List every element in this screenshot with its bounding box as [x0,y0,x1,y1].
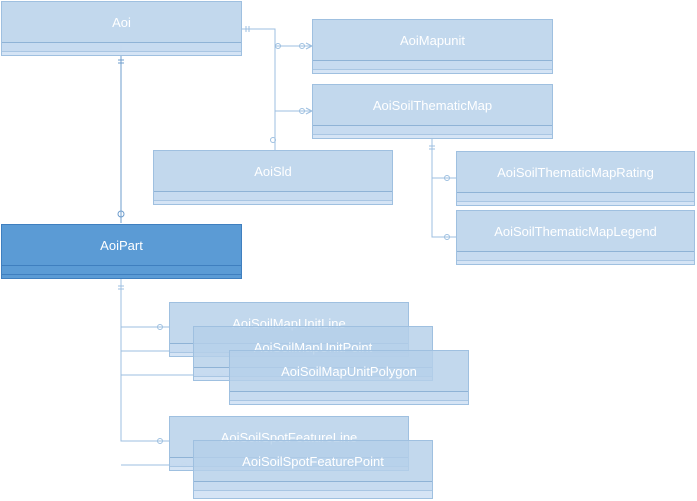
entity-title: AoiSoilThematicMapLegend [494,223,657,239]
entity-title: AoiSld [254,163,292,179]
entity-keys [457,260,694,264]
entity-attributes [2,265,241,275]
entity-aoi-soil-spot-feature-point[interactable]: AoiSoilSpotFeaturePoint [193,440,433,499]
entity-attributes [194,481,432,491]
connector-thematicmap-children [431,128,456,238]
entity-title: AoiSoilThematicMapRating [497,164,654,180]
connector-part-children [120,279,230,466]
entity-title: AoiMapunit [399,32,466,48]
entity-keys [154,200,392,204]
entity-title: AoiPart [100,237,143,253]
entity-title: Aoi [112,14,131,30]
entity-keys [457,201,694,205]
entity-keys [313,134,552,138]
entity-aoi[interactable]: Aoi [1,1,242,56]
connector-aoi-thematicmap [274,46,312,112]
entity-attributes [313,125,552,135]
entity-keys [230,400,468,404]
entity-keys [313,69,552,73]
entity-keys [2,51,241,55]
entity-aoi-part[interactable]: AoiPart [1,224,242,279]
entity-attributes [457,251,694,261]
entity-aoi-sid[interactable]: AoiSld [153,150,393,205]
entity-aoi-mapunit[interactable]: AoiMapunit [312,19,553,74]
entity-attributes [2,42,241,52]
entity-keys [194,490,432,498]
entity-attributes [154,191,392,201]
entity-attributes [457,192,694,202]
entity-aoi-soil-thematic-map-legend[interactable]: AoiSoilThematicMapLegend [456,210,695,265]
entity-attributes [313,60,552,70]
entity-title: AoiSoilThematicMap [372,97,493,113]
entity-aoi-soil-map-unit-polygon[interactable]: AoiSoilMapUnitPolygon [229,350,469,405]
entity-attributes [230,391,468,401]
entity-title: AoiSoilMapUnitPolygon [281,363,417,379]
entity-keys [2,274,241,278]
entity-aoi-soil-thematic-map[interactable]: AoiSoilThematicMap [312,84,553,139]
entity-title: AoiSoilSpotFeaturePoint [242,453,384,469]
entity-aoi-soil-thematic-map-rating[interactable]: AoiSoilThematicMapRating [456,151,695,206]
